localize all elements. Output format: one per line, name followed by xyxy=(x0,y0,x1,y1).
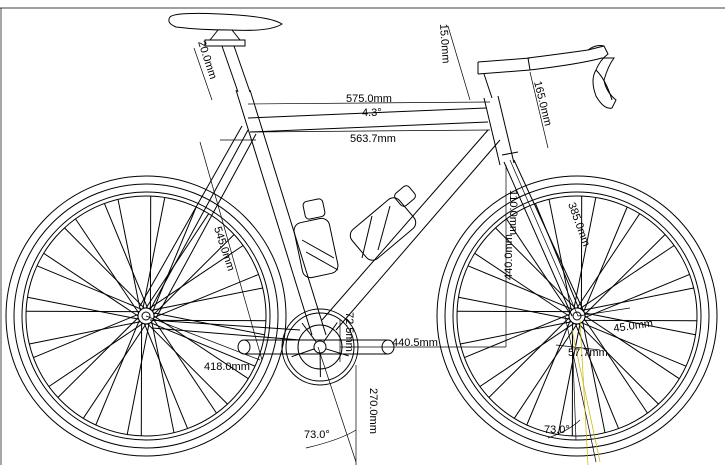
spoke xyxy=(583,206,628,312)
stem xyxy=(477,57,531,99)
spoke xyxy=(147,323,228,405)
spoke xyxy=(126,323,150,435)
spoke xyxy=(152,318,217,414)
label-stack: 440.0mm xyxy=(503,234,515,280)
spoke xyxy=(48,322,144,387)
label-top-tube-length: 563.7mm xyxy=(350,133,396,145)
spoke xyxy=(574,323,620,429)
spoke xyxy=(506,218,571,314)
spoke xyxy=(458,296,570,320)
saddle xyxy=(168,12,283,47)
label-head-tube-length: 110.0mm xyxy=(507,190,519,235)
spoke xyxy=(488,317,570,398)
label-bb-drop: 72.5mm xyxy=(343,312,355,352)
label-bb-height: 270.0mm xyxy=(367,388,379,434)
spoke xyxy=(142,197,166,309)
spoke xyxy=(75,218,140,314)
spoke xyxy=(43,252,139,317)
spoke xyxy=(576,213,641,309)
label-seat-angle: 73.0° xyxy=(304,429,330,441)
label-seat-tube-length: 545.0mm xyxy=(211,225,237,272)
spoke xyxy=(95,320,140,426)
seatpost xyxy=(221,45,251,93)
spoke xyxy=(467,265,573,310)
spoke xyxy=(526,320,571,426)
spoke xyxy=(534,203,580,309)
spoke xyxy=(479,322,575,387)
chainring-arm xyxy=(323,322,338,343)
spoke xyxy=(148,245,244,310)
label-stem-length: 165.0mm xyxy=(531,80,554,127)
chainring-arm xyxy=(291,348,315,358)
spoke xyxy=(579,245,675,310)
label-chainstay-length: 418.0mm xyxy=(204,361,250,373)
handlebar xyxy=(527,45,617,109)
label-trail: 57.7mm xyxy=(568,347,608,359)
label-head-angle: 73.0° xyxy=(544,424,570,436)
spoke xyxy=(152,206,197,312)
spoke xyxy=(584,234,666,315)
label-seatpost-setback: 20.0mm xyxy=(195,39,219,81)
spoke xyxy=(153,315,249,380)
spoke xyxy=(582,321,606,433)
label-effective-top-tube: 575.0mm xyxy=(346,93,392,105)
chainring-arm xyxy=(325,348,349,357)
spoke xyxy=(460,321,572,345)
spoke xyxy=(578,323,659,405)
spoke xyxy=(82,323,147,419)
spoke xyxy=(29,321,141,345)
water-bottle-down-tube xyxy=(349,185,417,261)
spoke xyxy=(584,312,696,336)
spoke xyxy=(64,227,145,309)
dimension-lines xyxy=(145,25,631,465)
spoke xyxy=(143,323,189,429)
spoke xyxy=(33,313,139,359)
spoke xyxy=(474,252,570,317)
chainring-arm xyxy=(301,322,317,343)
spoke xyxy=(584,315,680,380)
spoke xyxy=(150,322,256,367)
spoke xyxy=(581,322,687,367)
spoke xyxy=(103,203,149,309)
label-fork-offset: 45.0mm xyxy=(613,318,654,335)
spoke xyxy=(117,199,141,311)
spoke xyxy=(151,321,175,433)
spoke xyxy=(153,234,235,315)
spoke xyxy=(145,213,210,309)
label-front-center: 440.5mm xyxy=(392,337,438,349)
spoke xyxy=(151,287,263,311)
water-bottle-seat-tube xyxy=(293,198,339,279)
spoke xyxy=(573,197,597,309)
frame xyxy=(139,89,585,341)
spoke xyxy=(27,296,139,320)
spoke xyxy=(495,227,576,309)
label-head-offset: 15.0mm xyxy=(437,23,452,63)
spoke xyxy=(584,273,690,319)
spoke xyxy=(513,323,578,419)
spoke xyxy=(583,318,648,414)
spoke xyxy=(153,273,259,319)
label-fork-length: 385.0mm xyxy=(565,201,592,248)
spoke xyxy=(464,313,570,359)
spoke xyxy=(582,287,694,311)
label-top-tube-slope: 4.3° xyxy=(362,107,382,119)
spoke xyxy=(557,323,581,435)
spoke xyxy=(57,317,139,398)
spoke xyxy=(36,265,142,310)
